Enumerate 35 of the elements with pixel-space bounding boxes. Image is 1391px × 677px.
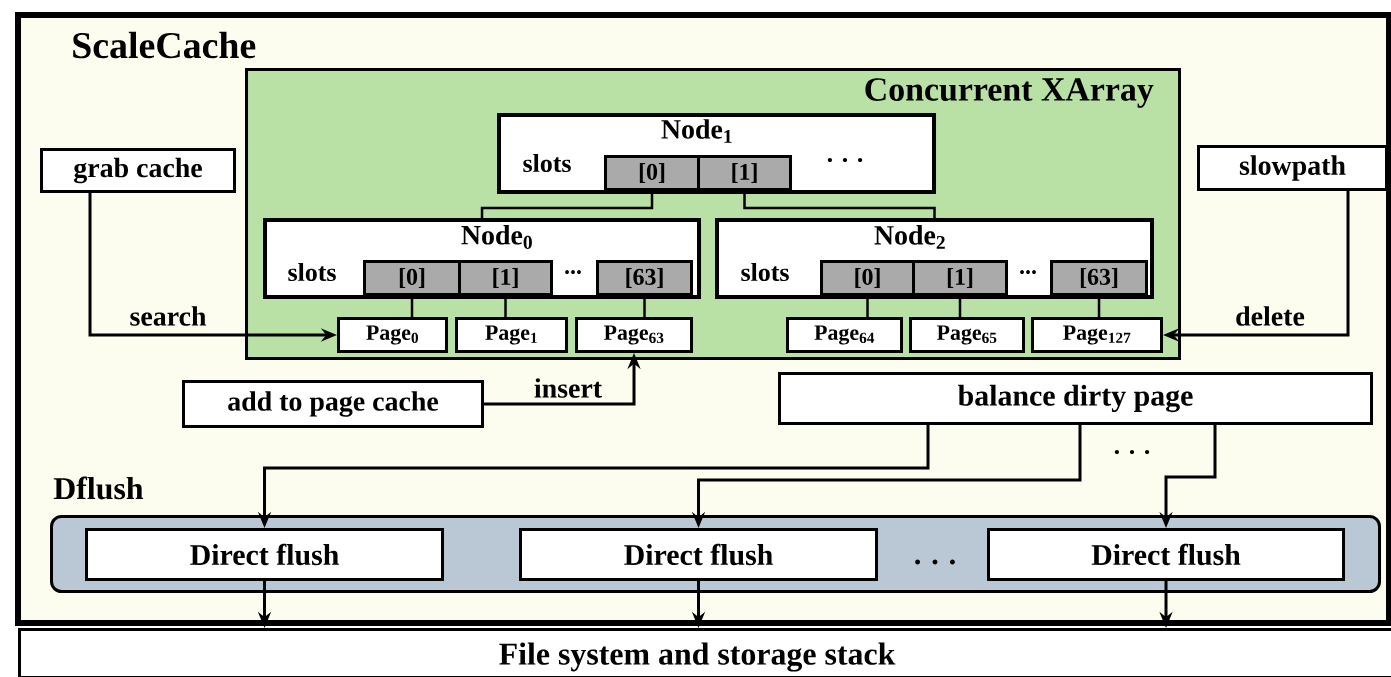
slot-cell: [0]: [820, 260, 915, 296]
function-box: slowpath: [1197, 145, 1388, 191]
slot-cell: [1]: [912, 260, 1008, 296]
storage-stack-box: File system and storage stack: [18, 628, 1391, 677]
page-box: Page$_{64}$: [786, 317, 903, 353]
node-label: Dflush: [53, 476, 144, 500]
page-box: Page$_{63}$: [575, 317, 693, 353]
slot-cell: [1]: [458, 260, 553, 296]
connector-line: [958, 296, 962, 317]
function-box: balance dirty page: [778, 372, 1373, 425]
connector-line: [643, 296, 646, 317]
slot-cell: [0]: [604, 155, 700, 191]
connector-line: [410, 296, 414, 317]
edge-label: search: [128, 305, 208, 327]
connector-line: [504, 296, 507, 317]
edge-label: delete: [1234, 305, 1306, 327]
page-box: Page$_{0}$: [337, 317, 448, 353]
slot-cell: [63]: [1050, 260, 1148, 296]
ellipsis-text: . . .: [1114, 449, 1150, 455]
flush-box: Direct flush: [987, 528, 1345, 581]
flush-box: Direct flush: [519, 528, 878, 581]
page-box: Page$_{1}$: [455, 317, 568, 353]
function-box: grab cache: [40, 148, 236, 193]
page-box: Page$_{127}$: [1031, 317, 1163, 353]
page-box: Page$_{65}$: [909, 317, 1025, 353]
slot-cell: [63]: [596, 260, 693, 296]
connector-line: [866, 296, 869, 317]
flush-box: Direct flush: [85, 528, 444, 581]
connector-line: [1097, 296, 1101, 317]
slot-cell: [0]: [363, 260, 461, 296]
function-box: add to page cache: [182, 380, 484, 428]
connector-line: [743, 191, 936, 218]
connector-line: [480, 191, 654, 218]
slot-cell: [1]: [697, 155, 792, 191]
edge-label: insert: [532, 377, 604, 399]
